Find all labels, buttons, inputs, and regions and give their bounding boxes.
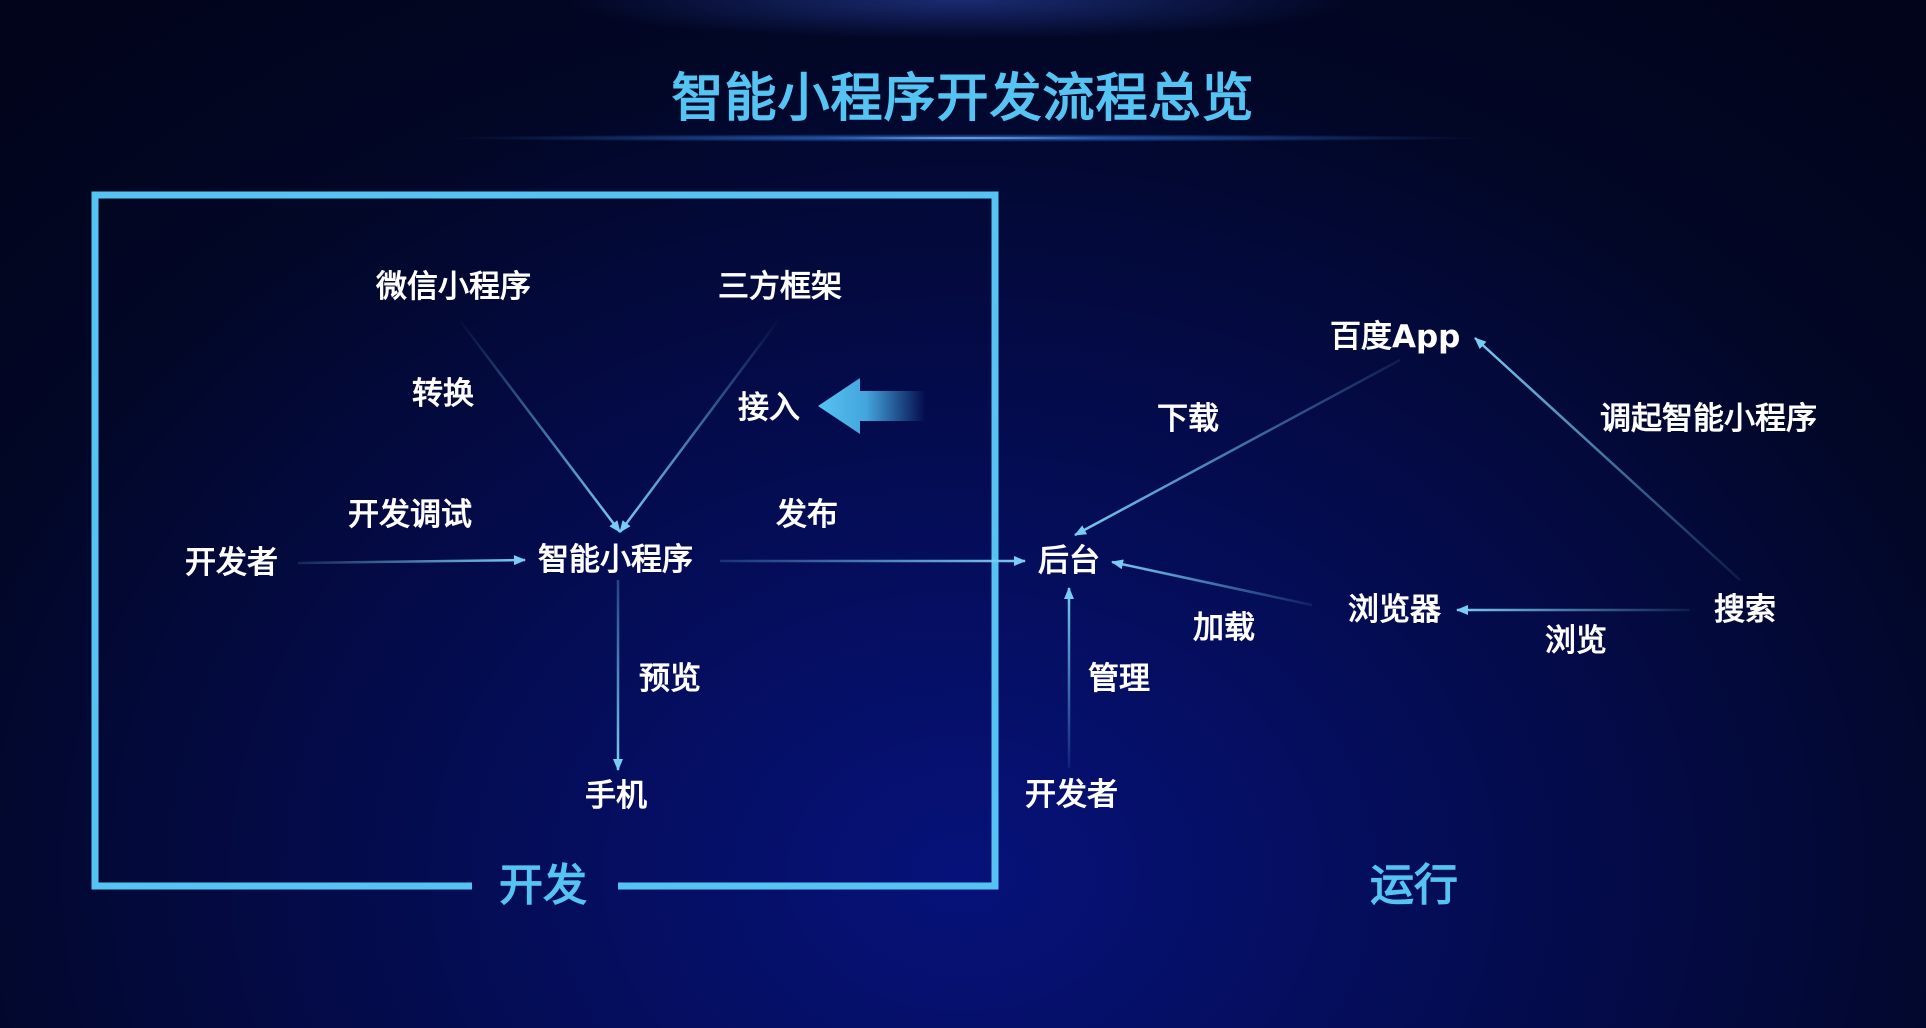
- node-wechat: 微信小程序: [376, 269, 531, 305]
- label-download: 下载: [1157, 401, 1219, 437]
- section-develop: 开发: [499, 860, 587, 911]
- node-phone: 手机: [585, 778, 647, 814]
- integrate-arrow-icon: [818, 378, 925, 434]
- edge-developer-to-smart-app: [297, 555, 526, 566]
- label-load: 加载: [1193, 610, 1255, 646]
- section-run: 运行: [1370, 860, 1458, 911]
- develop-frame: [91, 191, 999, 890]
- label-preview: 预览: [639, 661, 701, 697]
- title-glow-line: [440, 134, 1490, 142]
- label-publish: 发布: [776, 497, 838, 533]
- top-glow: [560, 0, 1360, 40]
- node-search: 搜索: [1714, 592, 1776, 628]
- label-manage: 管理: [1088, 661, 1150, 697]
- edge-wechat-to-smart-app: [457, 317, 621, 533]
- node-developer-left: 开发者: [185, 545, 278, 581]
- edge-baidu-app-to-backend: [1074, 358, 1401, 537]
- node-third-party: 三方框架: [718, 269, 842, 305]
- page-title: 智能小程序开发流程总览: [671, 69, 1255, 129]
- node-developer-bottom: 开发者: [1025, 777, 1118, 813]
- label-browse: 浏览: [1545, 623, 1607, 659]
- edge-third-party-to-smart-app: [618, 317, 782, 533]
- label-invoke: 调起智能小程序: [1600, 401, 1817, 437]
- node-backend: 后台: [1038, 543, 1100, 579]
- node-browser: 浏览器: [1348, 592, 1441, 628]
- edge-browser-to-backend: [1111, 559, 1313, 607]
- node-smart-app: 智能小程序: [538, 542, 693, 578]
- label-dev-debug: 开发调试: [348, 497, 472, 533]
- node-baidu-app: 百度App: [1330, 319, 1461, 355]
- label-convert: 转换: [412, 376, 474, 412]
- edge-search-to-baidu-app: [1474, 337, 1741, 581]
- label-integrate: 接入: [738, 390, 800, 426]
